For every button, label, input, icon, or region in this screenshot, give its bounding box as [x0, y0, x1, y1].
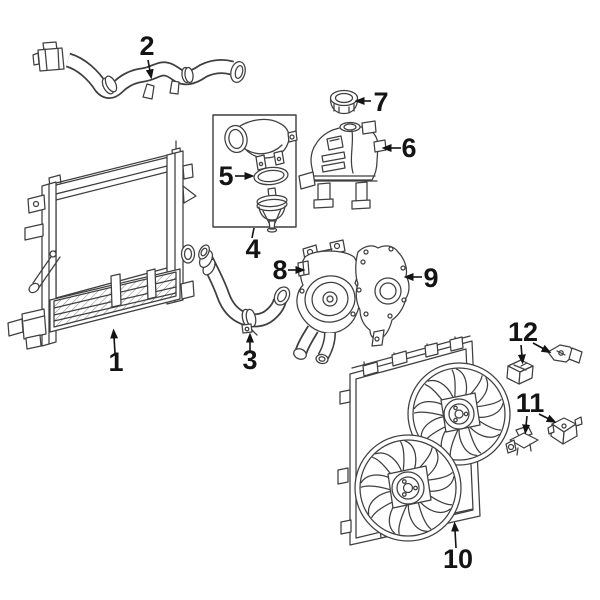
callouts: 1 2 3 4 5 6 7 8 [108, 31, 557, 574]
relay-and-connector-parts [506, 344, 583, 385]
radiator [7, 140, 197, 350]
callout-9: 9 [403, 263, 439, 293]
callout-6: 6 [381, 133, 417, 163]
svg-text:2: 2 [139, 31, 154, 61]
thermostat-seal [253, 166, 289, 186]
svg-text:4: 4 [245, 234, 260, 264]
lower-radiator-hose [198, 244, 291, 336]
water-pump-gasket [355, 245, 410, 347]
reservoir-cap [329, 89, 359, 115]
thermostat-kit-box [212, 114, 298, 233]
svg-text:9: 9 [423, 263, 438, 293]
svg-text:6: 6 [401, 133, 416, 163]
callout-8: 8 [272, 255, 306, 285]
svg-text:11: 11 [516, 388, 545, 418]
svg-text:8: 8 [272, 255, 287, 285]
svg-text:7: 7 [373, 87, 388, 117]
callout-2: 2 [139, 31, 155, 80]
water-pump [293, 239, 361, 365]
fan-lower [354, 434, 462, 542]
callout-5: 5 [218, 161, 255, 191]
fan-upper [407, 362, 511, 466]
svg-text:12: 12 [508, 317, 538, 347]
svg-text:5: 5 [218, 161, 233, 191]
thermostat [256, 187, 288, 233]
coolant-recovery-tank [298, 120, 387, 210]
cooling-fan-assembly [337, 335, 511, 546]
callout-11: 11 [516, 388, 557, 435]
svg-text:10: 10 [443, 544, 473, 574]
callout-1: 1 [108, 328, 124, 377]
callout-4: 4 [245, 227, 261, 264]
svg-text:1: 1 [108, 347, 123, 377]
callout-3: 3 [242, 332, 258, 375]
svg-text:3: 3 [242, 345, 257, 375]
callout-12: 12 [508, 317, 552, 365]
sensor-and-connector-parts [505, 416, 583, 456]
callout-10: 10 [443, 521, 473, 574]
callout-7: 7 [354, 87, 389, 117]
